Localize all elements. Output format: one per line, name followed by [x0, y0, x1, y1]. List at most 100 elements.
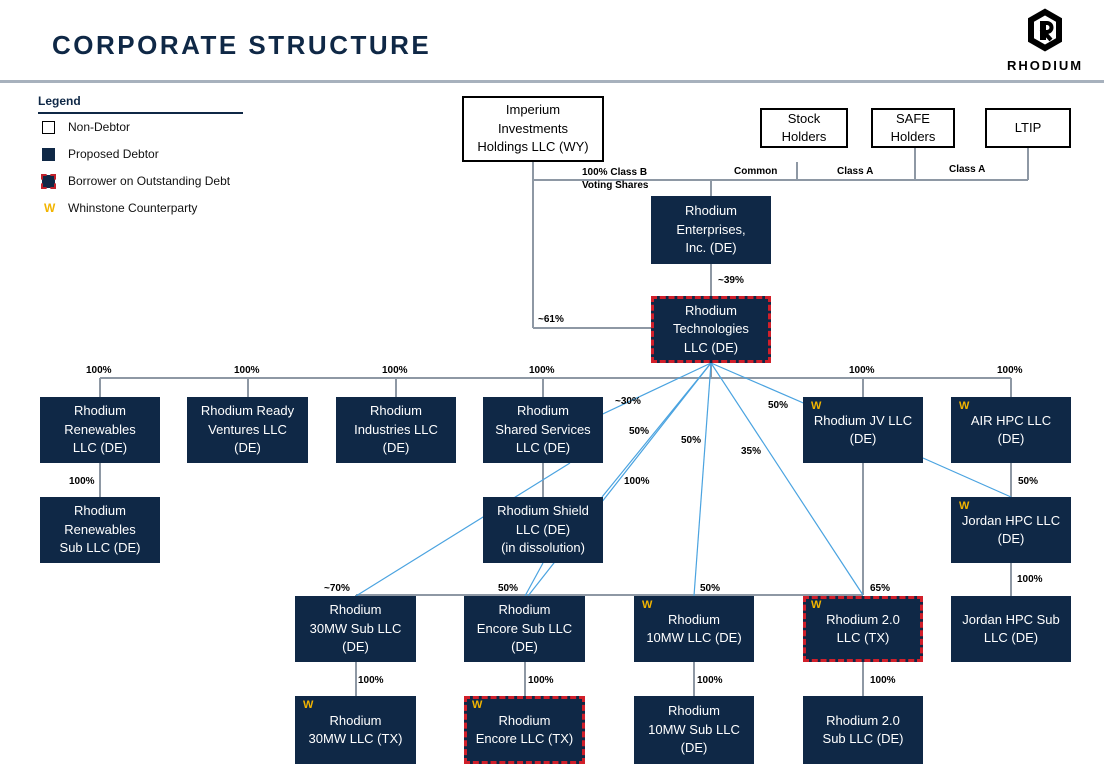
- legend-item-whinstone: W Whinstone Counterparty: [38, 195, 243, 222]
- joint-connector: [922, 457, 1012, 498]
- entity-label: Rhodium Enterprises, Inc. (DE): [676, 203, 746, 256]
- entity-label: Rhodium Renewables Sub LLC (DE): [59, 503, 141, 556]
- ownership-label: 50%: [629, 426, 650, 437]
- page-title: CORPORATE STRUCTURE: [52, 30, 432, 60]
- entity-label: Rhodium JV LLC (DE): [813, 412, 913, 447]
- entity-label: Rhodium Technologies LLC (DE): [673, 302, 749, 355]
- whinstone-marker-icon: W: [959, 500, 970, 512]
- legend-item-borrower: Borrower on Outstanding Debt: [38, 168, 243, 195]
- ownership-label: Class A: [949, 164, 986, 175]
- entity-rhodium-30mw-sub: Rhodium 30MW Sub LLC (DE): [295, 596, 416, 662]
- entity-label: Rhodium Shield LLC (DE) (in dissolution): [497, 503, 589, 556]
- logo-wordmark: RHODIUM: [1006, 58, 1084, 73]
- entity-label: Jordan HPC LLC (DE): [961, 512, 1061, 547]
- whinstone-marker-icon: W: [959, 400, 970, 412]
- entity-label: Rhodium Renewables LLC (DE): [64, 403, 136, 456]
- entity-rhodium-ready-ventures: Rhodium Ready Ventures LLC (DE): [187, 397, 308, 463]
- entity-rhodium-10mw-sub: Rhodium 10MW Sub LLC (DE): [634, 696, 754, 764]
- entity-label: Rhodium Industries LLC (DE): [354, 403, 438, 456]
- ownership-label: 100%: [997, 365, 1023, 376]
- ownership-label: 50%: [700, 583, 721, 594]
- joint-connector: [589, 362, 712, 421]
- borrower-swatch: [41, 174, 56, 189]
- entity-label: Rhodium 2.0 LLC (TX): [826, 611, 900, 646]
- whinstone-marker-icon: W: [44, 201, 56, 215]
- entity-label: Rhodium Ready Ventures LLC (DE): [200, 403, 295, 456]
- whinstone-marker-icon: W: [472, 699, 483, 711]
- ownership-label: ~70%: [324, 583, 350, 594]
- proposed-debtor-swatch: [42, 148, 55, 161]
- entity-rhodium-technologies: Rhodium Technologies LLC (DE): [651, 296, 771, 363]
- header-divider: [0, 80, 1104, 83]
- whinstone-marker-icon: W: [811, 400, 822, 412]
- ownership-label: 50%: [768, 400, 789, 411]
- ownership-label: 100%: [870, 675, 896, 686]
- entity-rhodium-shield: Rhodium Shield LLC (DE) (in dissolution): [483, 497, 603, 563]
- legend-title: Legend: [38, 94, 243, 114]
- entity-rhodium-2-0: W Rhodium 2.0 LLC (TX): [803, 596, 923, 662]
- entity-rhodium-renewables: Rhodium Renewables LLC (DE): [40, 397, 160, 463]
- ownership-label: ~61%: [538, 314, 564, 325]
- entity-label: Rhodium 30MW LLC (TX): [308, 712, 403, 747]
- entity-rhodium-renewables-sub: Rhodium Renewables Sub LLC (DE): [40, 497, 160, 563]
- whinstone-marker-icon: W: [642, 599, 653, 611]
- ownership-label: 100%: [1017, 574, 1043, 585]
- ownership-label: 100% Class B Voting Shares: [582, 167, 649, 191]
- legend-label: Non-Debtor: [68, 120, 131, 134]
- joint-connector: [693, 362, 712, 597]
- entity-rhodium-industries: Rhodium Industries LLC (DE): [336, 397, 456, 463]
- legend: Legend Non-Debtor Proposed Debtor Borrow…: [38, 94, 243, 222]
- entity-label: Imperium Investments Holdings LLC (WY): [477, 102, 589, 155]
- legend-label: Whinstone Counterparty: [68, 201, 198, 215]
- entity-rhodium-2-0-sub: Rhodium 2.0 Sub LLC (DE): [803, 696, 923, 764]
- ownership-label: 100%: [528, 675, 554, 686]
- entity-rhodium-shared-services: Rhodium Shared Services LLC (DE): [483, 397, 603, 463]
- entity-label: AIR HPC LLC (DE): [970, 412, 1052, 447]
- logo-mark-icon: [1028, 8, 1062, 52]
- entity-label: Stock Holders: [781, 110, 827, 145]
- whinstone-marker-icon: W: [811, 599, 822, 611]
- joint-connector: [355, 462, 571, 597]
- ownership-label: 100%: [86, 365, 112, 376]
- ownership-label: 50%: [681, 435, 702, 446]
- entity-label: Jordan HPC Sub LLC (DE): [962, 611, 1060, 646]
- entity-rhodium-enterprises: Rhodium Enterprises, Inc. (DE): [651, 196, 771, 264]
- entity-stock-holders: Stock Holders: [760, 108, 848, 148]
- entity-label: Rhodium Encore Sub LLC (DE): [476, 602, 573, 655]
- entity-ltip: LTIP: [985, 108, 1071, 148]
- ownership-label: ~39%: [718, 275, 744, 286]
- joint-connector: [710, 362, 864, 596]
- legend-item-non-debtor: Non-Debtor: [38, 114, 243, 141]
- ownership-label: 50%: [1018, 476, 1039, 487]
- non-debtor-swatch: [42, 121, 55, 134]
- ownership-label: 100%: [234, 365, 260, 376]
- ownership-label: 35%: [741, 446, 762, 457]
- entity-jordan-hpc-sub: Jordan HPC Sub LLC (DE): [951, 596, 1071, 662]
- entity-label: Rhodium 2.0 Sub LLC (DE): [822, 712, 904, 747]
- legend-label: Proposed Debtor: [68, 147, 159, 161]
- ownership-label: 100%: [624, 476, 650, 487]
- entity-label: Rhodium Encore LLC (TX): [475, 712, 574, 747]
- entity-safe-holders: SAFE Holders: [871, 108, 955, 148]
- entity-label: Rhodium 30MW Sub LLC (DE): [309, 602, 402, 655]
- ownership-label: 100%: [529, 365, 555, 376]
- entity-label: Rhodium 10MW Sub LLC (DE): [648, 703, 740, 756]
- entity-rhodium-encore-sub: Rhodium Encore Sub LLC (DE): [464, 596, 585, 662]
- ownership-label: 100%: [697, 675, 723, 686]
- entity-label: SAFE Holders: [890, 110, 936, 145]
- ownership-label: 100%: [849, 365, 875, 376]
- entity-imperium: Imperium Investments Holdings LLC (WY): [462, 96, 604, 162]
- ownership-label: ~30%: [615, 396, 641, 407]
- ownership-label: 100%: [382, 365, 408, 376]
- entity-label: LTIP: [1014, 119, 1042, 135]
- entity-label: Rhodium 10MW LLC (DE): [646, 611, 742, 646]
- ownership-label: 65%: [870, 583, 891, 594]
- ownership-label: Common: [734, 166, 778, 177]
- whinstone-marker-icon: W: [303, 699, 314, 711]
